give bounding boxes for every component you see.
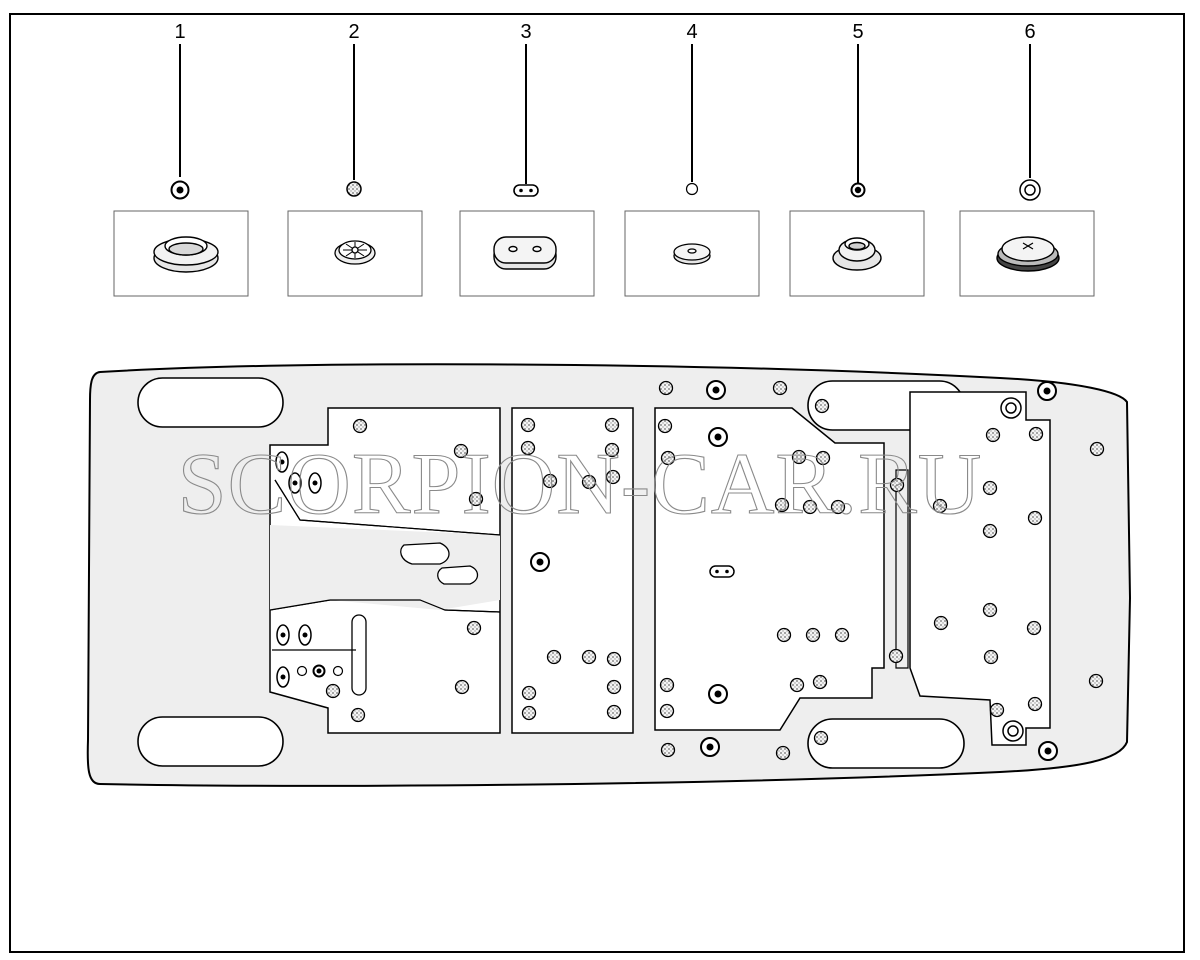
plug-small-flat-icon [673,243,711,265]
part-number-1: 1 [174,21,185,43]
legend-symbols [170,179,1041,201]
plug-cross-cap-icon [996,236,1060,272]
floor-plugs-type1 [530,380,1058,761]
floor-plugs-type6 [1000,397,1024,742]
floor-plugs-oval [275,451,322,688]
part-number-6: 6 [1024,21,1035,43]
floor-plugs-small [296,664,344,678]
part-number-5: 5 [852,21,863,43]
part-boxes [113,210,1095,297]
watermark-text: SCORPION-CAR.RU [178,436,983,533]
grommet-large-icon [153,236,219,273]
plug-oval-twohole-icon [493,236,557,270]
part-number-4: 4 [686,21,697,43]
part-number-3: 3 [520,21,531,43]
plug-star-icon [334,240,376,265]
underbody-floor-pan [86,363,1132,787]
floor-plug-type3 [709,565,735,578]
leader-lines [179,44,1031,184]
floor-plugs-type2 [325,380,1105,761]
part-number-2: 2 [348,21,359,43]
grommet-small-icon [832,237,882,271]
